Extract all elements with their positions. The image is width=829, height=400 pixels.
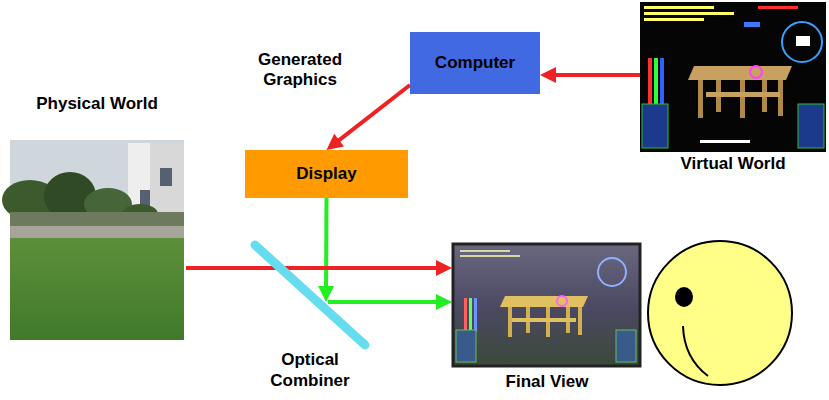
arrow-head <box>318 286 334 302</box>
connector-line <box>336 85 410 143</box>
physical-world-photo <box>2 140 184 340</box>
physical-world-view: Physical World <box>8 92 186 342</box>
virtual-world-screenshot <box>640 2 826 152</box>
connector-arrow <box>540 67 640 83</box>
connector-arrow <box>318 198 334 302</box>
connector-line <box>552 73 640 77</box>
connector-line <box>324 198 328 290</box>
node-label: Virtual World <box>680 154 785 174</box>
display-box: Display <box>245 150 408 198</box>
arrow-head <box>327 134 345 150</box>
connector-arrow <box>327 85 411 150</box>
connector-line <box>328 300 440 304</box>
connector-arrow <box>328 294 452 310</box>
node-label: Physical World <box>36 94 158 114</box>
arrow-head <box>436 294 452 310</box>
node-label: Display <box>296 164 356 184</box>
final-view: Final View <box>452 244 642 394</box>
virtual-world-view: Virtual World <box>640 2 826 176</box>
edge-label: Generated Graphics <box>244 50 356 91</box>
connector-line <box>186 266 440 270</box>
final-view-photo <box>453 244 640 366</box>
optical-combiner: Optical Combiner <box>240 235 380 393</box>
arrow-head <box>436 260 452 276</box>
computer-box: Computer <box>410 32 540 94</box>
combiner-plate <box>255 245 365 345</box>
viewer-face <box>648 241 792 385</box>
node-label: Optical Combiner <box>260 350 360 391</box>
node-label: Computer <box>435 53 515 73</box>
node-label: Final View <box>506 372 589 392</box>
arrow-head <box>540 67 556 83</box>
connector-arrow <box>186 260 452 276</box>
